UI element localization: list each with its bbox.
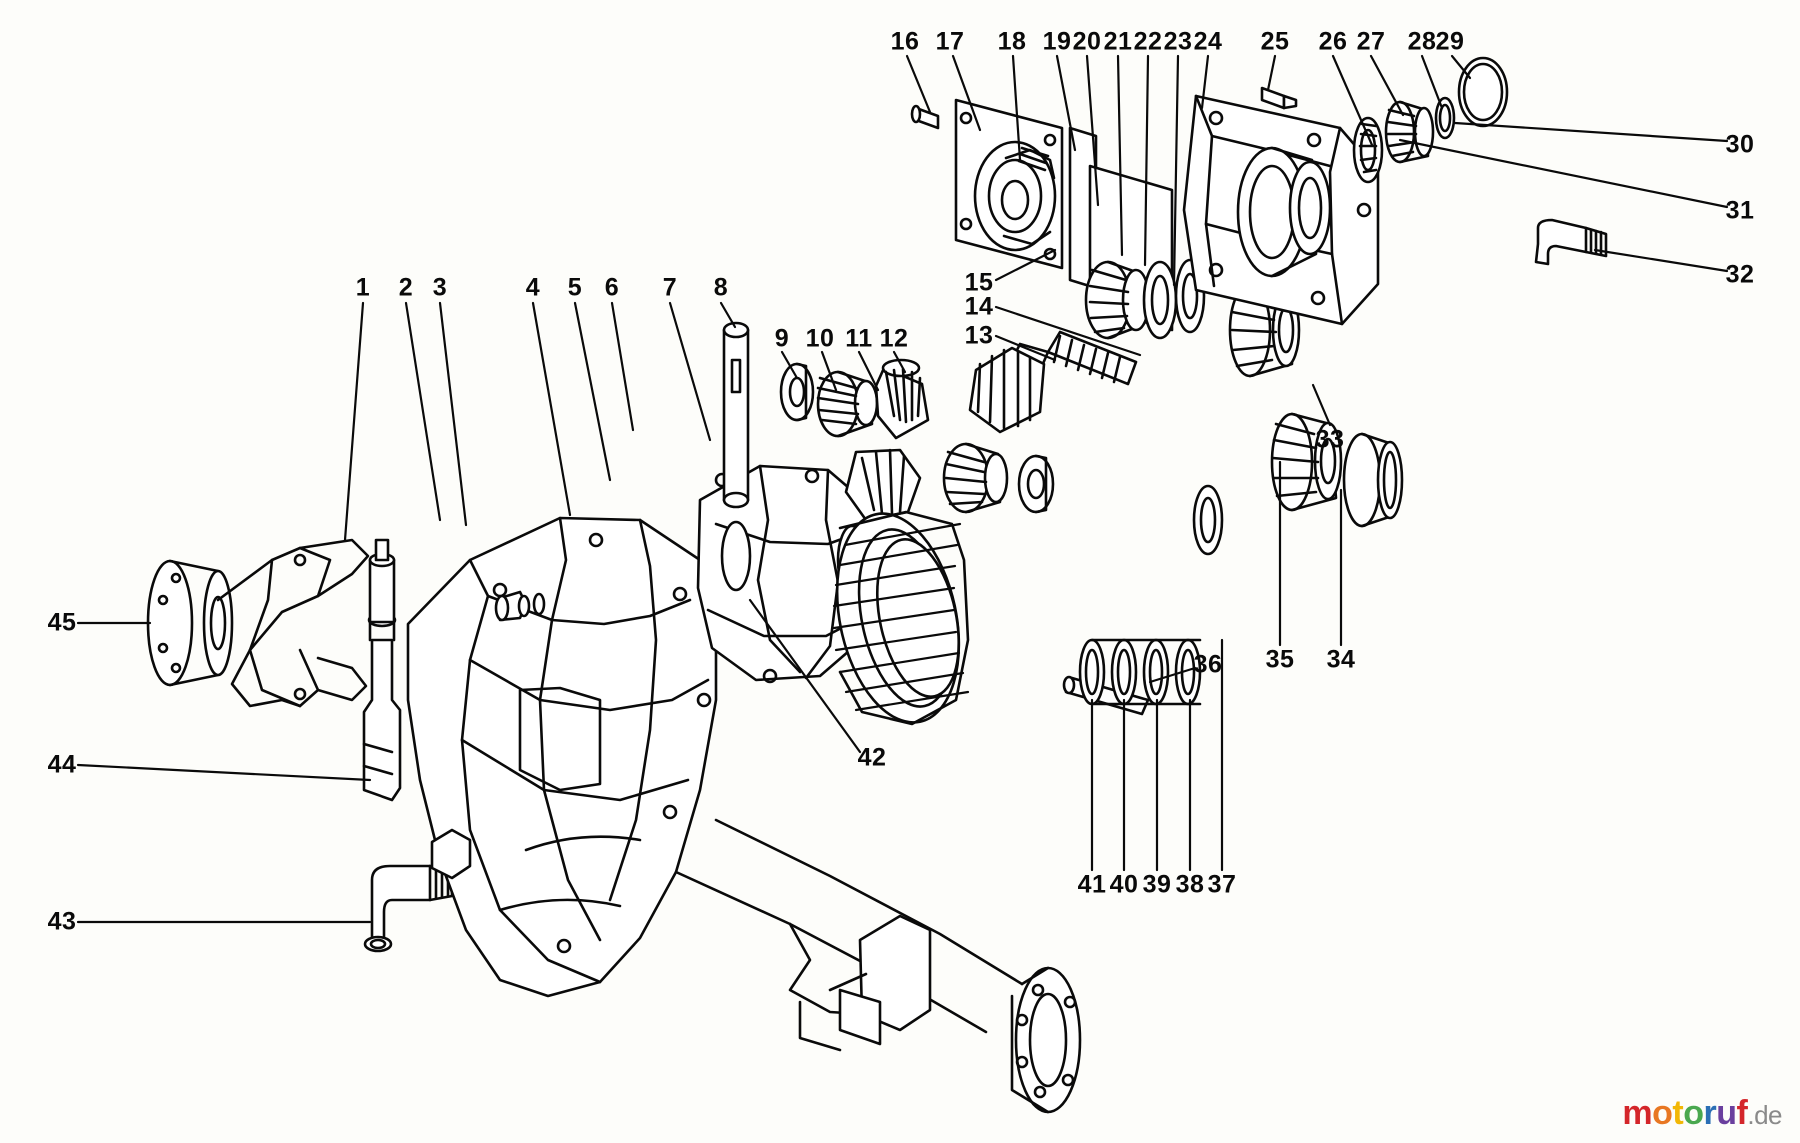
callout-number-6: 6	[604, 273, 620, 302]
callout-number-37: 37	[1207, 870, 1237, 899]
leader-line-18	[1011, 54, 1022, 162]
watermark-letter: r	[1703, 1094, 1717, 1132]
leader-line-29	[1450, 54, 1472, 80]
leader-line-4	[531, 301, 572, 517]
callout-number-27: 27	[1356, 27, 1386, 56]
leader-line-2	[404, 301, 442, 522]
callout-number-36: 36	[1193, 650, 1223, 679]
leader-line-11	[857, 350, 880, 392]
leader-line-27	[1369, 54, 1405, 117]
leader-line-7	[668, 301, 712, 442]
watermark-letter: m	[1622, 1094, 1653, 1132]
leader-line-22	[1143, 54, 1150, 267]
callout-number-32: 32	[1725, 260, 1755, 289]
leader-line-14	[994, 305, 1142, 357]
callout-number-39: 39	[1142, 870, 1172, 899]
callout-number-1: 1	[355, 273, 371, 302]
leader-line-13	[994, 334, 1057, 362]
callout-number-17: 17	[935, 27, 965, 56]
watermark-letter: o	[1683, 1094, 1704, 1132]
leader-line-24	[1200, 54, 1210, 110]
callout-number-10: 10	[805, 324, 835, 353]
callout-number-9: 9	[774, 324, 790, 353]
leader-line-12	[892, 350, 907, 374]
callout-number-5: 5	[567, 273, 583, 302]
watermark-letter: t	[1672, 1094, 1684, 1132]
callout-number-38: 38	[1175, 870, 1205, 899]
watermark: motoruf.de	[1622, 1094, 1782, 1133]
callout-number-11: 11	[845, 324, 873, 353]
callout-number-33: 33	[1315, 425, 1345, 454]
callout-number-25: 25	[1260, 27, 1290, 56]
leader-line-1	[343, 301, 365, 542]
watermark-letter: u	[1716, 1094, 1737, 1132]
leader-line-5	[573, 301, 612, 482]
leader-line-21	[1116, 54, 1124, 257]
callout-number-20: 20	[1072, 27, 1102, 56]
leader-line-6	[610, 301, 635, 432]
leader-line-17	[951, 54, 982, 132]
leader-line-8	[719, 301, 737, 329]
leader-line-33	[1311, 383, 1332, 427]
leader-line-10	[820, 350, 838, 392]
leader-line-32	[1593, 248, 1729, 273]
callout-number-21: 21	[1103, 27, 1133, 56]
callout-number-18: 18	[997, 27, 1027, 56]
callout-number-28: 28	[1407, 27, 1437, 56]
callout-number-4: 4	[525, 273, 541, 302]
callout-number-35: 35	[1265, 645, 1295, 674]
callout-number-2: 2	[398, 273, 414, 302]
callout-number-42: 42	[857, 743, 887, 772]
leader-line-26	[1331, 54, 1374, 147]
callout-number-41: 41	[1077, 870, 1107, 899]
callout-number-19: 19	[1042, 27, 1072, 56]
callout-number-14: 14	[964, 292, 994, 321]
callout-number-22: 22	[1133, 27, 1163, 56]
callout-number-7: 7	[662, 273, 678, 302]
leader-line-23	[1172, 54, 1180, 287]
leader-line-31	[1398, 138, 1729, 209]
leader-line-30	[1453, 121, 1729, 143]
leader-line-36	[1148, 666, 1197, 684]
callout-number-3: 3	[432, 273, 448, 302]
leader-line-15	[994, 248, 1057, 282]
callout-number-29: 29	[1435, 27, 1465, 56]
leader-line-25	[1266, 54, 1277, 92]
leader-line-44	[76, 763, 372, 782]
callout-number-44: 44	[47, 750, 77, 779]
leader-line-9	[780, 350, 799, 380]
callout-number-13: 13	[964, 321, 994, 350]
callout-number-23: 23	[1163, 27, 1193, 56]
watermark-letter: o	[1652, 1094, 1673, 1132]
leader-line-28	[1420, 54, 1444, 110]
leader-line-3	[438, 301, 468, 527]
leader-line-16	[905, 54, 932, 114]
watermark-suffix: .de	[1747, 1100, 1782, 1130]
callout-number-15: 15	[964, 268, 994, 297]
callout-number-8: 8	[713, 273, 729, 302]
leader-line-19	[1055, 54, 1077, 152]
callout-number-12: 12	[879, 324, 909, 353]
callout-number-40: 40	[1109, 870, 1139, 899]
watermark-letter: f	[1736, 1094, 1748, 1132]
callout-number-24: 24	[1193, 27, 1223, 56]
callout-number-26: 26	[1318, 27, 1348, 56]
callout-number-31: 31	[1725, 196, 1755, 225]
leader-line-42	[748, 598, 862, 754]
callout-number-45: 45	[47, 608, 77, 637]
callout-number-16: 16	[890, 27, 920, 56]
leader-line-20	[1085, 54, 1100, 207]
watermark-brand: motoruf	[1622, 1094, 1747, 1133]
callout-number-34: 34	[1326, 645, 1356, 674]
callout-number-30: 30	[1725, 130, 1755, 159]
callout-number-43: 43	[47, 907, 77, 936]
